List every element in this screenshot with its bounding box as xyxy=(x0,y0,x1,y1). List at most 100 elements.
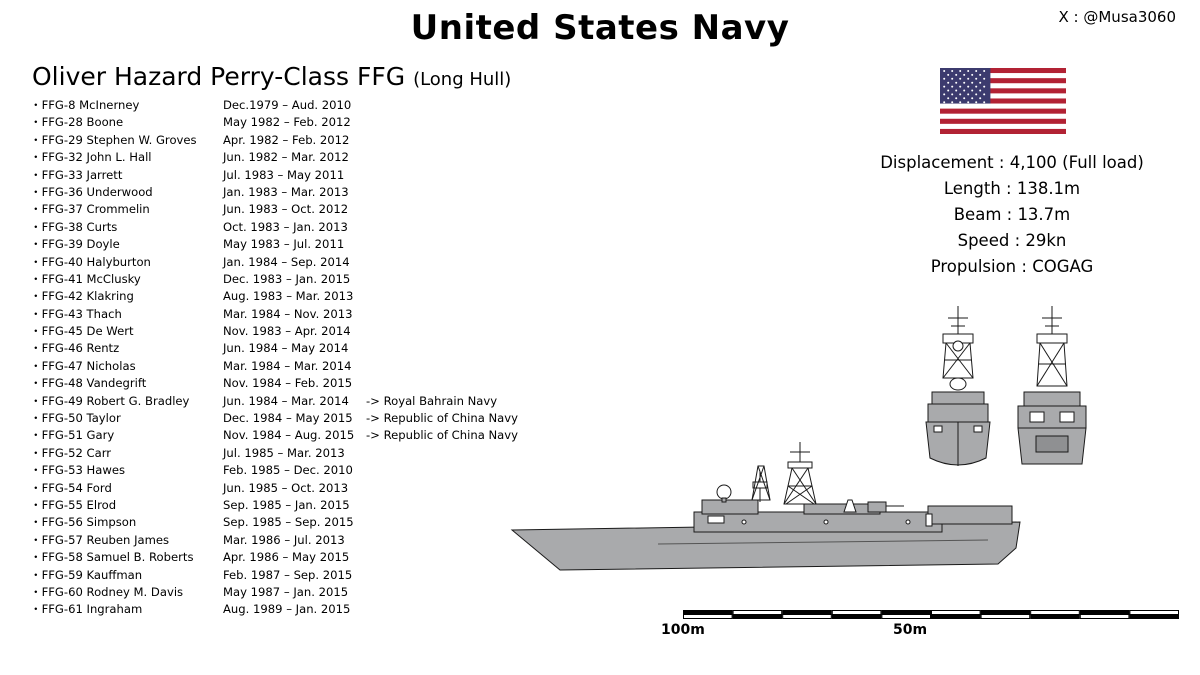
flag-stripe xyxy=(940,83,1066,89)
scale-label-50m: 50m xyxy=(893,622,928,638)
ship-name: ・FFG-28 Boone xyxy=(30,115,124,130)
flag-star xyxy=(947,97,950,100)
spec-displacement: Displacement : 4,100 (Full load) xyxy=(880,153,1144,172)
ship-service-dates: Jan. 1984 – Sep. 2014 xyxy=(223,254,350,269)
flag-star xyxy=(983,93,986,96)
ship-name: ・FFG-56 Simpson xyxy=(30,515,137,530)
ship-service-dates: Mar. 1986 – Jul. 2013 xyxy=(223,532,345,547)
ship-name: ・FFG-39 Doyle xyxy=(30,237,120,252)
ship-name: ・FFG-46 Rentz xyxy=(30,341,120,356)
us-flag xyxy=(940,68,1066,134)
flag-star xyxy=(959,70,962,72)
flag-star xyxy=(979,81,982,84)
ship-service-dates: Dec. 1983 – Jan. 2015 xyxy=(223,271,351,286)
flag-star xyxy=(955,81,958,84)
scale-segment xyxy=(931,610,981,615)
ship-name: ・FFG-32 John L. Hall xyxy=(30,150,152,165)
flag-star xyxy=(971,97,974,100)
flag-star xyxy=(963,89,966,92)
scale-segment xyxy=(980,610,1031,615)
ship-name: ・FFG-48 Vandegrift xyxy=(30,376,147,391)
flag-star xyxy=(943,85,946,88)
ship-service-dates: Jul. 1985 – Mar. 2013 xyxy=(223,445,345,460)
ship-side-profile xyxy=(510,442,1021,571)
flag-star xyxy=(955,73,958,76)
ship-service-dates: Dec. 1984 – May 2015 xyxy=(223,411,353,426)
ship-service-dates: May 1987 – Jan. 2015 xyxy=(223,584,349,599)
ship-rear-view xyxy=(1017,306,1087,465)
flag-star xyxy=(971,73,974,76)
ship-name: ・FFG-54 Ford xyxy=(30,480,112,495)
ship-service-dates: Mar. 1984 – Nov. 2013 xyxy=(223,306,353,321)
scale-segment xyxy=(1079,610,1130,615)
ship-service-dates: Mar. 1984 – Mar. 2014 xyxy=(223,358,352,373)
class-variant: (Long Hull) xyxy=(413,69,512,90)
flag-star xyxy=(971,89,974,92)
ship-name: ・FFG-59 Kauffman xyxy=(30,567,143,582)
ship-service-dates: Jul. 1983 – May 2011 xyxy=(223,167,345,182)
ship-name: ・FFG-50 Taylor xyxy=(30,411,121,426)
flag-stripe xyxy=(940,88,1066,94)
flag-stripe xyxy=(940,78,1066,84)
flag-stripe xyxy=(940,108,1066,114)
flag-star xyxy=(959,77,962,80)
flag-star xyxy=(951,70,954,72)
ship-service-dates: Nov. 1984 – Aug. 2015 xyxy=(223,428,355,443)
ship-name: ・FFG-8 McInerney xyxy=(30,98,140,112)
ship-name: ・FFG-47 Nicholas xyxy=(30,358,136,373)
flag-star xyxy=(963,73,966,76)
flag-star xyxy=(963,81,966,84)
ship-front-view xyxy=(925,306,991,466)
flag-star xyxy=(983,70,986,72)
ship-name: ・FFG-60 Rodney M. Davis xyxy=(30,584,184,599)
scale-segment xyxy=(1030,614,1080,619)
ship-name: ・FFG-38 Curts xyxy=(30,219,118,234)
flag-star xyxy=(975,70,978,72)
flag-stripe xyxy=(940,103,1066,109)
ship-service-dates: Nov. 1983 – Apr. 2014 xyxy=(223,324,351,339)
ship-transfer-note: -> Republic of China Navy xyxy=(366,428,518,443)
flag-star xyxy=(975,93,978,96)
scale-segment xyxy=(831,610,882,615)
ship-service-dates: Aug. 1983 – Mar. 2013 xyxy=(223,289,354,304)
ship-name: ・FFG-40 Halyburton xyxy=(30,254,151,269)
flag-star xyxy=(943,70,946,72)
ship-transfer-note: -> Royal Bahrain Navy xyxy=(366,393,498,408)
ship-name: ・FFG-41 McClusky xyxy=(30,271,141,286)
ship-name: ・FFG-55 Elrod xyxy=(30,497,117,512)
scale-segment xyxy=(881,610,931,615)
flag-star xyxy=(959,93,962,96)
flag-star xyxy=(947,81,950,84)
ship-transfer-note: -> Republic of China Navy xyxy=(366,411,518,426)
flag-star xyxy=(947,89,950,92)
flag-stripe xyxy=(940,73,1066,79)
flag-star xyxy=(975,85,978,88)
scale-bar xyxy=(683,610,1179,619)
spec-length: Length : 138.1m xyxy=(943,179,1081,198)
author-credit: X : @Musa3060 xyxy=(1058,8,1177,26)
scale-segment xyxy=(881,614,931,619)
flag-stripe xyxy=(940,123,1066,130)
flag-star xyxy=(971,81,974,84)
flag-star xyxy=(979,89,982,92)
flag-star xyxy=(943,93,946,96)
flag-star xyxy=(951,77,954,80)
flag-star xyxy=(959,85,962,88)
scale-segment xyxy=(1030,610,1080,615)
flag-star xyxy=(943,101,946,104)
ship-name: ・FFG-37 Crommelin xyxy=(30,202,150,217)
ship-name: ・FFG-45 De Wert xyxy=(30,324,134,339)
ship-name: ・FFG-33 Jarrett xyxy=(30,167,123,182)
flag-star xyxy=(983,101,986,104)
flag-star xyxy=(967,77,970,80)
flag-stripe xyxy=(940,98,1066,104)
spec-speed: Speed : 29kn xyxy=(957,231,1067,250)
flag-star xyxy=(951,101,954,104)
flag-star xyxy=(975,101,978,104)
ship-service-dates: Apr. 1982 – Feb. 2012 xyxy=(223,132,350,147)
ship-service-dates: Aug. 1989 – Jan. 2015 xyxy=(223,602,351,617)
scale-segment xyxy=(683,614,733,619)
ship-name: ・FFG-52 Carr xyxy=(30,445,112,460)
ship-name: ・FFG-43 Thach xyxy=(30,306,122,321)
scale-segment xyxy=(1129,614,1179,619)
